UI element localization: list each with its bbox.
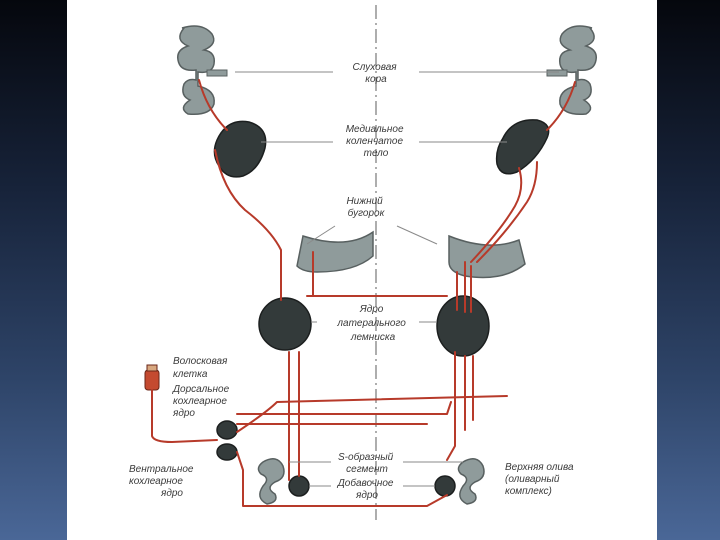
ventral-cochlear-nucleus xyxy=(216,443,238,461)
hair-cell xyxy=(144,364,160,391)
right-auditory-cortex xyxy=(546,25,598,116)
label-inferior-colliculus: Нижний бугорок xyxy=(346,196,385,219)
left-medial-geniculate xyxy=(213,120,267,178)
label-superior-olive: Верхняя олива (оливарный комплекс) xyxy=(505,462,576,497)
slide-panel: Слуховая кора Медиальное коленчатое тело… xyxy=(67,0,657,540)
label-dorsal-cochlear: Дорсальное кохлеарное ядро xyxy=(172,384,232,419)
dorsal-cochlear-nucleus xyxy=(216,420,238,440)
auditory-pathway-diagram: Слуховая кора Медиальное коленчатое тело… xyxy=(129,5,598,520)
left-inferior-colliculus xyxy=(296,230,374,273)
right-lateral-lemniscus-nucleus xyxy=(436,295,490,357)
label-lateral-lemniscus: Ядро латерального лемниска xyxy=(336,304,408,343)
right-s-segment xyxy=(457,458,485,505)
right-medial-geniculate xyxy=(495,119,550,175)
left-lateral-lemniscus-nucleus xyxy=(258,297,312,351)
label-accessory-nucleus: Добавочное ядро xyxy=(337,477,396,501)
auditory-pathway-lines xyxy=(151,79,576,507)
label-hair-cell: Волосковая клетка xyxy=(173,356,230,380)
right-inferior-colliculus xyxy=(448,234,526,279)
label-ventral-cochlear: Вентральное кохлеарное ядро xyxy=(129,464,196,499)
left-auditory-cortex xyxy=(176,25,228,116)
left-s-segment xyxy=(257,458,285,505)
label-medial-geniculate: Медиальное коленчатое тело xyxy=(346,124,407,159)
label-auditory-cortex: Слуховая кора xyxy=(353,62,400,85)
right-accessory-nucleus xyxy=(434,475,456,497)
leader-lines xyxy=(235,71,559,487)
label-s-segment: S-образный сегмент xyxy=(338,451,396,475)
left-accessory-nucleus xyxy=(288,475,310,497)
